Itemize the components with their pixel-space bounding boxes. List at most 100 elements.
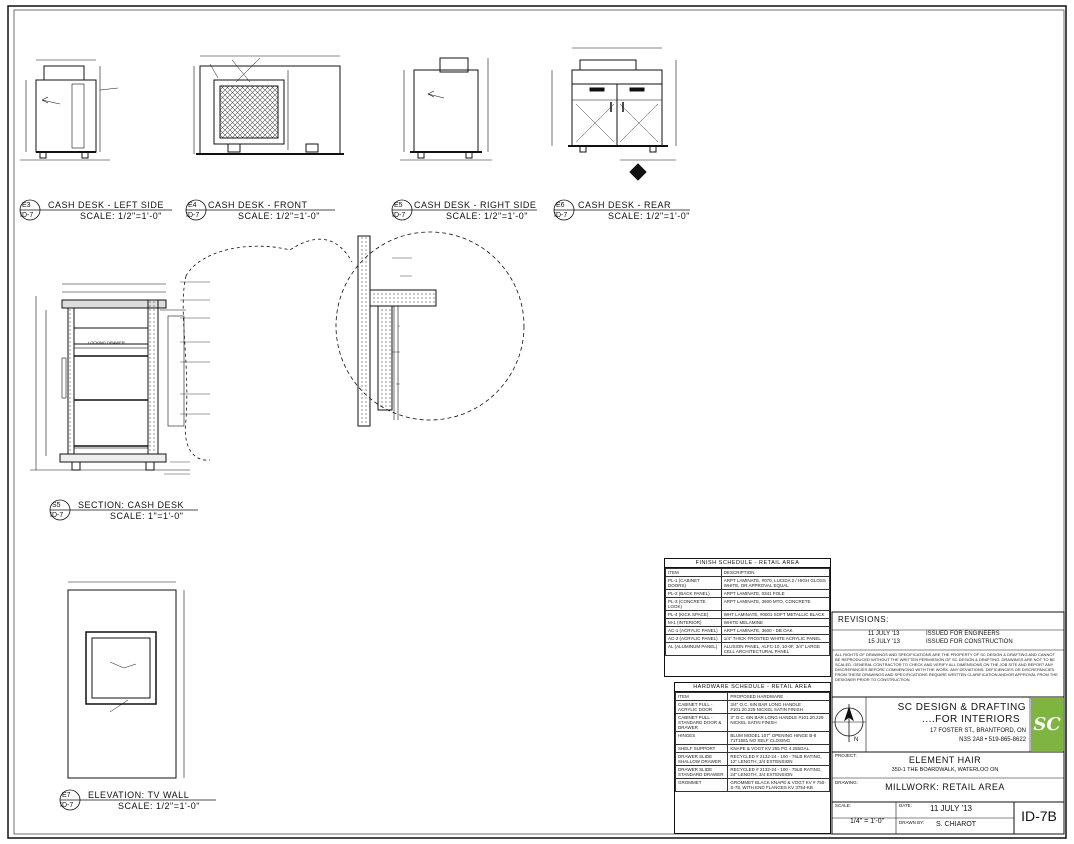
- e7-tv-wall-elevation: [67, 581, 185, 779]
- e5-right-side-elevation: [400, 57, 492, 161]
- scale-value: 1/4" = 1'-0": [850, 818, 885, 825]
- company-name: SC DESIGN & DRAFTING: [897, 702, 1026, 713]
- e5-number: E5: [394, 202, 403, 209]
- e5-sheet: ID-7: [392, 212, 406, 219]
- section-detail-circle: [335, 231, 525, 427]
- table-cell: CABINET PULL - STANDARD DOOR & DRAWER: [674, 713, 729, 732]
- table-cell: ARPT LAMINATE, #070, LUCIDA 2 / HIGH GLO…: [720, 576, 831, 590]
- table-cell: GROMMET BLACK KNAPE & VOGT KV # 750-S-78…: [727, 778, 830, 792]
- hardware-schedule-table: HARDWARE SCHEDULE - RETAIL AREA ITEM PRO…: [674, 682, 831, 834]
- table-row: AC-1 (ACRYLIC PANEL)ARPT LAMINATE, 3600 …: [665, 626, 831, 635]
- table-cell: DRAWER SLIDE SHALLOW DRAWER: [674, 752, 729, 766]
- table-cell: 3/4" O.C. 6IN BAR LONG HANDLE #101.20.22…: [727, 700, 830, 714]
- table-row: PL-1 (CABINET DOORS)ARPT LAMINATE, #070,…: [665, 576, 831, 590]
- e6-scale: SCALE: 1/2"=1'-0": [608, 211, 690, 221]
- finish-header-description: DESCRIPTION: [720, 568, 831, 577]
- table-cell: ARPT LAMINATE, 3600 MTO, CONCRETE: [720, 597, 831, 611]
- e5-title: CASH DESK - RIGHT SIDE: [414, 200, 537, 210]
- company-address: 17 FOSTER ST., BRANTFORD, ON: [929, 728, 1026, 734]
- table-cell: BLUM MODEL 107° OPENING HINGE B-8 71T158…: [727, 731, 830, 745]
- table-cell: PL-3 (CONCRETE LOOK): [665, 597, 722, 611]
- table-cell: KNAPE & VOGT KV 255 PG 4 255GAL: [727, 744, 830, 753]
- sheet-number: ID-7B: [1021, 808, 1057, 824]
- e6-title: CASH DESK - REAR: [578, 200, 672, 210]
- revision-date-1: 11 JULY '13: [868, 631, 900, 637]
- table-cell: AL (ALUMINUM PANEL): [665, 642, 722, 656]
- table-row: PL-4 (KICK SPACE)WHT LAMINATE, #0001 SOF…: [665, 610, 831, 619]
- revisions-label: REVISIONS:: [838, 615, 889, 624]
- revision-date-2: 15 JULY '13: [868, 639, 900, 645]
- drawing-label: DRAWING:: [835, 780, 858, 785]
- e3-sheet: ID-7: [20, 212, 34, 219]
- table-cell: RECYCLED # 2132-24 - 100 - 75LB RATING, …: [727, 752, 830, 766]
- e4-sheet: ID-7: [186, 212, 200, 219]
- company-tagline: ....FOR INTERIORS: [922, 714, 1020, 725]
- table-cell: SHELF SUPPORT: [674, 744, 729, 753]
- s5-title: SECTION: CASH DESK: [78, 500, 185, 510]
- e4-number: E4: [188, 202, 197, 209]
- table-cell: DRAWER SLIDE STANDARD DRAWER: [674, 765, 729, 779]
- table-cell: ARPT LAMINATE, 3600 - DB OAK: [720, 626, 831, 635]
- s5-section-drawing: [30, 238, 353, 475]
- e4-title: CASH DESK - FRONT: [208, 200, 308, 210]
- e4-front-elevation: [193, 55, 344, 155]
- drawn-by-value: S. CHIAROT: [936, 821, 977, 828]
- e3-scale: SCALE: 1/2"=1'-0": [80, 211, 162, 221]
- e7-scale: SCALE: 1/2"=1'-0": [118, 801, 200, 811]
- drawn-by-label: DRAWN BY:: [899, 820, 925, 825]
- hardware-schedule-title: HARDWARE SCHEDULE - RETAIL AREA: [675, 683, 830, 692]
- table-row: AC-2 (ACRYLIC PANEL)1/4" THICK FROSTED W…: [665, 634, 831, 643]
- table-cell: WHITE MELAMINE: [720, 618, 831, 627]
- table-row: PL-2 (BACK PANEL)ARPT LAMINATE, 0341 FOL…: [665, 589, 831, 598]
- e4-scale: SCALE: 1/2"=1'-0": [238, 211, 320, 221]
- project-label: PROJECT:: [835, 753, 857, 758]
- table-cell: RECYCLED # 2132-24 - 100 - 75LB RATING, …: [727, 765, 830, 779]
- e6-number: E6: [556, 202, 565, 209]
- e6-sheet: ID-7: [554, 212, 568, 219]
- finish-header-item: ITEM: [665, 568, 722, 577]
- company-phone: N3S 2A8 • 519-865-8622: [959, 737, 1026, 743]
- scale-label: SCALE:: [835, 803, 852, 808]
- e7-number: E7: [62, 792, 71, 799]
- table-row: AL (ALUMINUM PANEL)ALUSION PANEL, ALFC-1…: [665, 642, 831, 656]
- drawing-name: MILLWORK: RETAIL AREA: [885, 782, 1005, 792]
- e7-title: ELEVATION: TV WALL: [88, 790, 190, 800]
- e3-left-side-elevation: [20, 59, 119, 161]
- table-cell: HINGES: [674, 731, 729, 745]
- revision-desc-2: ISSUED FOR CONSTRUCTION: [926, 639, 1013, 645]
- table-cell: PL-1 (CABINET DOORS): [665, 576, 722, 590]
- table-row: PL-3 (CONCRETE LOOK)ARPT LAMINATE, 3600 …: [665, 597, 831, 611]
- general-notes: ALL RIGHTS OF DRAWINGS AND SPECIFICATION…: [835, 652, 1058, 682]
- company-logo-text: SC: [1033, 714, 1061, 735]
- date-label: DATE:: [899, 803, 912, 808]
- table-cell: WHT LAMINATE, #0001 SOFT METALLIC BLACK: [720, 610, 831, 619]
- s5-scale: SCALE: 1"=1'-0": [110, 511, 184, 521]
- project-address: 350-1 THE BOARDWALK, WATERLOO ON: [891, 767, 999, 773]
- table-cell: AC-1 (ACRYLIC PANEL): [665, 626, 722, 635]
- e3-number: E3: [22, 202, 31, 209]
- e5-scale: SCALE: 1/2"=1'-0": [446, 211, 528, 221]
- e3-title: CASH DESK - LEFT SIDE: [48, 200, 164, 210]
- north-arrow-label: N: [854, 737, 859, 743]
- company-logo: SC: [1031, 698, 1063, 751]
- finish-schedule-title: FINISH SCHEDULE - RETAIL AREA: [665, 559, 830, 568]
- table-cell: GROMMET: [674, 778, 729, 792]
- revision-desc-1: ISSUED FOR ENGINEERS: [926, 631, 1000, 637]
- s5-sheet: ID-7: [50, 512, 64, 519]
- table-cell: 1/4" THICK FROSTED WHITE ACRYLIC PANEL: [720, 634, 831, 643]
- table-cell: ARPT LAMINATE, 0341 FOLE: [720, 589, 831, 598]
- table-cell: M-1 (INTERIOR): [665, 618, 722, 627]
- e7-sheet: ID-7: [60, 802, 74, 809]
- date-value: 11 JULY '13: [930, 804, 972, 813]
- table-cell: ALUSION PANEL, ALFC-10, 10-0F, 3/4" LARG…: [720, 642, 831, 656]
- s5-number: S5: [52, 502, 61, 509]
- locking-drawer-label: LOCKING DRAWER: [88, 340, 125, 345]
